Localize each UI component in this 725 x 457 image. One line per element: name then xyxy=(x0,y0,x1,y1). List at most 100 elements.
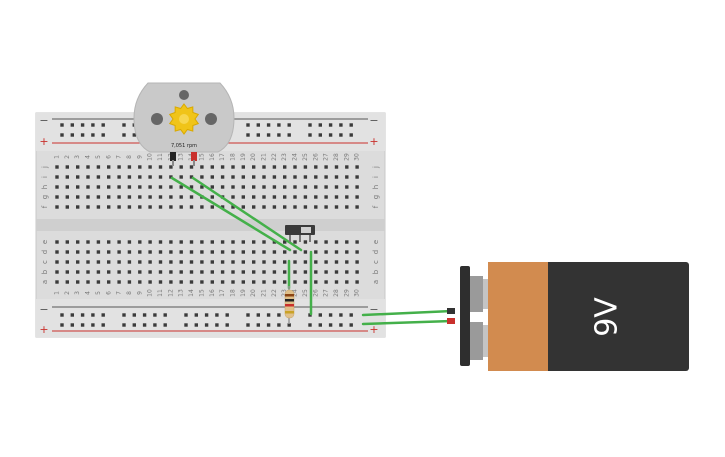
hole-g-14[interactable] xyxy=(189,195,194,199)
hole-f-19[interactable] xyxy=(241,205,245,209)
hole-c-24[interactable] xyxy=(293,260,297,264)
hole-rail-top-plus-7[interactable] xyxy=(132,133,136,137)
hole-f-18[interactable] xyxy=(231,205,235,209)
hole-b-13[interactable] xyxy=(179,270,183,274)
hole-d-21[interactable] xyxy=(262,250,266,254)
hole-h-20[interactable] xyxy=(252,185,256,189)
hole-d-12[interactable] xyxy=(169,250,173,254)
hole-d-28[interactable] xyxy=(334,250,339,254)
hole-b-24[interactable] xyxy=(293,270,297,274)
hole-i-16[interactable] xyxy=(210,175,214,179)
hole-i-17[interactable] xyxy=(220,175,225,179)
hole-a-1[interactable] xyxy=(55,280,59,284)
hole-j-23[interactable] xyxy=(283,165,287,169)
hole-h-2[interactable] xyxy=(65,185,69,189)
hole-rail-bottom-minus-13[interactable] xyxy=(204,313,209,317)
hole-d-15[interactable] xyxy=(200,250,204,254)
hole-h-8[interactable] xyxy=(127,185,132,189)
hole-d-2[interactable] xyxy=(65,250,69,254)
hole-j-13[interactable] xyxy=(179,165,183,169)
hole-rail-top-plus-2[interactable] xyxy=(70,133,74,137)
hole-i-13[interactable] xyxy=(179,175,183,179)
hole-a-26[interactable] xyxy=(314,280,318,284)
hole-j-25[interactable] xyxy=(303,165,308,169)
hole-rail-bottom-minus-21[interactable] xyxy=(308,313,312,317)
hole-i-1[interactable] xyxy=(55,175,59,179)
hole-rail-bottom-minus-22[interactable] xyxy=(318,313,322,317)
hole-d-9[interactable] xyxy=(138,250,142,254)
hole-d-27[interactable] xyxy=(324,250,328,254)
hole-e-14[interactable] xyxy=(189,240,194,244)
hole-rail-bottom-plus-3[interactable] xyxy=(80,323,85,327)
hole-a-16[interactable] xyxy=(210,280,214,284)
hole-e-29[interactable] xyxy=(345,240,349,244)
hole-g-2[interactable] xyxy=(65,195,69,199)
hole-rail-bottom-plus-12[interactable] xyxy=(194,323,198,327)
hole-b-29[interactable] xyxy=(345,270,349,274)
hole-a-12[interactable] xyxy=(169,280,173,284)
hole-c-19[interactable] xyxy=(241,260,245,264)
hole-b-12[interactable] xyxy=(169,270,173,274)
hole-g-22[interactable] xyxy=(272,195,277,199)
hole-j-28[interactable] xyxy=(334,165,339,169)
hole-i-25[interactable] xyxy=(303,175,308,179)
hole-j-15[interactable] xyxy=(200,165,204,169)
hole-j-8[interactable] xyxy=(127,165,132,169)
hole-rail-top-plus-17[interactable] xyxy=(256,133,260,137)
hole-j-4[interactable] xyxy=(86,165,90,169)
hole-j-16[interactable] xyxy=(210,165,214,169)
hole-g-9[interactable] xyxy=(138,195,142,199)
hole-rail-top-minus-2[interactable] xyxy=(70,123,74,127)
hole-j-24[interactable] xyxy=(293,165,297,169)
hole-g-13[interactable] xyxy=(179,195,183,199)
hole-rail-bottom-minus-1[interactable] xyxy=(60,313,64,317)
hole-c-12[interactable] xyxy=(169,260,173,264)
hole-f-16[interactable] xyxy=(210,205,214,209)
hole-a-24[interactable] xyxy=(293,280,297,284)
hole-rail-top-plus-6[interactable] xyxy=(122,133,126,137)
hole-f-9[interactable] xyxy=(138,205,142,209)
hole-d-16[interactable] xyxy=(210,250,214,254)
hole-b-27[interactable] xyxy=(324,270,328,274)
hole-e-22[interactable] xyxy=(272,240,277,244)
hole-d-3[interactable] xyxy=(76,250,80,254)
hole-rail-top-minus-16[interactable] xyxy=(246,123,250,127)
hole-h-4[interactable] xyxy=(86,185,90,189)
hole-f-23[interactable] xyxy=(283,205,287,209)
hole-i-22[interactable] xyxy=(272,175,277,179)
hole-rail-bottom-plus-25[interactable] xyxy=(349,323,353,327)
hole-e-10[interactable] xyxy=(148,240,152,244)
hole-d-20[interactable] xyxy=(252,250,256,254)
hole-g-12[interactable] xyxy=(169,195,173,199)
hole-e-18[interactable] xyxy=(231,240,235,244)
switch-slider[interactable] xyxy=(301,227,311,233)
hole-e-8[interactable] xyxy=(127,240,132,244)
hole-rail-bottom-minus-4[interactable] xyxy=(91,313,95,317)
hole-d-17[interactable] xyxy=(220,250,225,254)
hole-d-6[interactable] xyxy=(107,250,111,254)
hole-c-22[interactable] xyxy=(272,260,277,264)
hole-h-17[interactable] xyxy=(220,185,225,189)
hole-e-26[interactable] xyxy=(314,240,318,244)
hole-d-8[interactable] xyxy=(127,250,132,254)
hole-a-30[interactable] xyxy=(355,280,359,284)
hole-g-18[interactable] xyxy=(231,195,235,199)
hole-rail-bottom-plus-9[interactable] xyxy=(153,323,157,327)
hole-a-17[interactable] xyxy=(220,280,225,284)
hole-rail-bottom-plus-21[interactable] xyxy=(308,323,312,327)
hole-rail-bottom-minus-24[interactable] xyxy=(339,313,343,317)
hole-i-24[interactable] xyxy=(293,175,297,179)
hole-b-8[interactable] xyxy=(127,270,132,274)
hole-f-20[interactable] xyxy=(252,205,256,209)
hole-g-25[interactable] xyxy=(303,195,308,199)
hole-h-23[interactable] xyxy=(283,185,287,189)
hole-rail-top-minus-1[interactable] xyxy=(60,123,64,127)
hole-f-14[interactable] xyxy=(189,205,194,209)
hole-rail-bottom-minus-12[interactable] xyxy=(194,313,198,317)
hole-d-10[interactable] xyxy=(148,250,152,254)
resistor[interactable] xyxy=(284,286,295,324)
hole-i-21[interactable] xyxy=(262,175,266,179)
hole-h-28[interactable] xyxy=(334,185,339,189)
hole-c-13[interactable] xyxy=(179,260,183,264)
hole-d-4[interactable] xyxy=(86,250,90,254)
